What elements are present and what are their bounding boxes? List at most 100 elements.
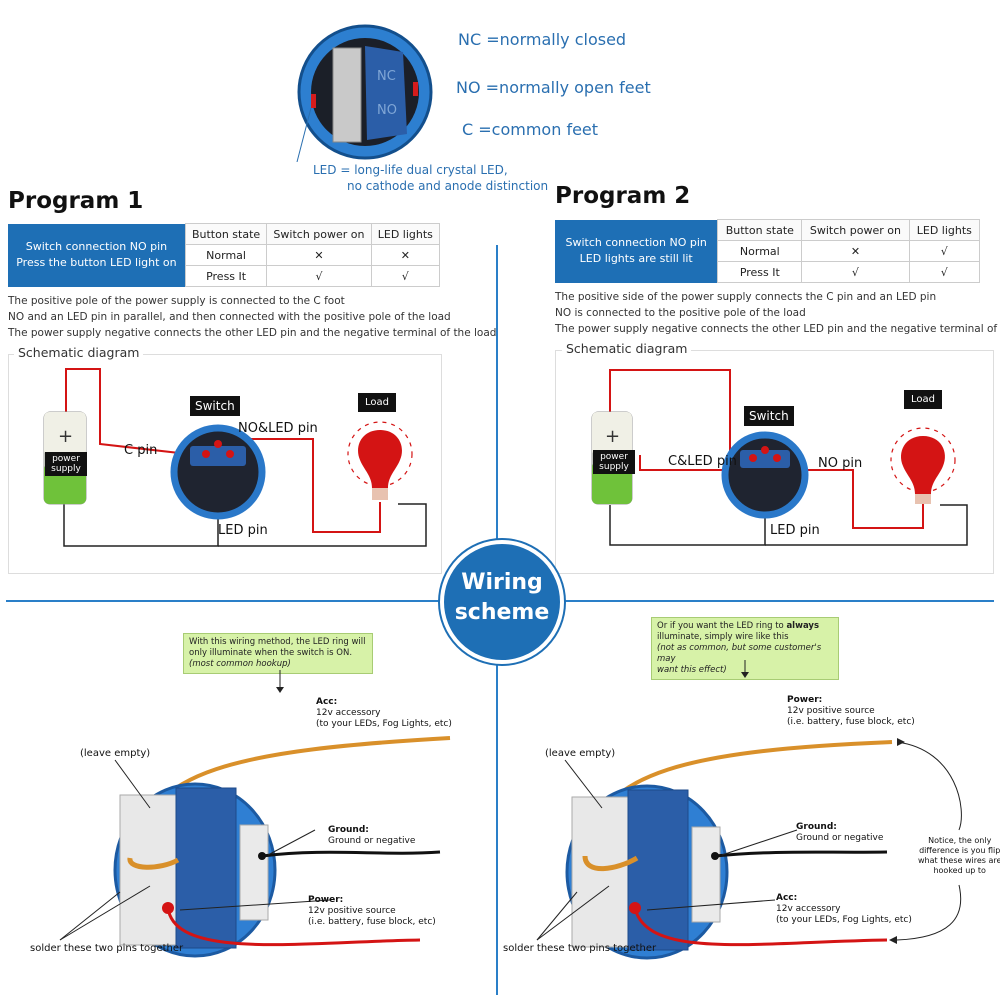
program1-no-led-pin-label: NO&LED pin <box>238 421 318 436</box>
wiring-left-acc: Acc: 12v accessory (to your LEDs, Fog Li… <box>316 697 452 730</box>
wiring-right-notice: Notice, the only difference is you flip … <box>918 836 1000 876</box>
program1-blue-text-2: Press the button LED light on <box>16 256 177 269</box>
ground-line1: Ground or negative <box>796 833 884 843</box>
ground-title: Ground: <box>796 822 837 832</box>
program2-load-tag: Load <box>904 390 942 409</box>
power-title: Power: <box>787 695 823 705</box>
description-line: The power supply negative connects the o… <box>8 327 497 339</box>
description-line: The positive pole of the power supply is… <box>8 295 345 307</box>
notice-line: Notice, the only <box>928 836 992 845</box>
program1-led-pin-label: LED pin <box>218 523 268 538</box>
program1-blue-text-1: Switch connection NO pin <box>25 240 168 253</box>
program2-switch-tag: Switch <box>744 406 794 426</box>
program1-schematic-title: Schematic diagram <box>14 345 144 360</box>
program2-power-supply-tag: power supply <box>593 450 635 474</box>
table-cell: Normal <box>184 244 268 266</box>
wiring-left-diagram <box>59 670 451 958</box>
wiring-right-acc: Acc: 12v accessory (to your LEDs, Fog Li… <box>776 893 912 926</box>
notice-line: difference is you flip <box>919 846 1000 855</box>
wiring-left-power: Power: 12v positive source (i.e. battery… <box>308 895 436 928</box>
wiring-left-note: With this wiring method, the LED ring wi… <box>183 633 373 674</box>
acc-line2: (to your LEDs, Fog Lights, etc) <box>776 915 912 925</box>
notice-line: what these wires are <box>918 856 1000 865</box>
button-top-photo: NC NO <box>296 24 433 162</box>
note-line: (not as common, but some customer's may <box>657 643 822 664</box>
wiring-right-diagram <box>536 660 962 960</box>
legend-nc: NC =normally closed <box>458 30 627 49</box>
program1-table-blue-cell: Switch connection NO pin Press the butto… <box>8 223 186 287</box>
program1-title: Program 1 <box>8 188 144 214</box>
table-cell: Normal <box>717 240 803 262</box>
table-cell: √ <box>801 261 910 283</box>
program2-title: Program 2 <box>555 183 691 209</box>
program1-power-supply-tag: power supply <box>45 452 87 476</box>
program2-description: The positive side of the power supply co… <box>555 289 1000 337</box>
wiring-scheme-badge: Wiring scheme <box>440 540 564 664</box>
wiring-left-leave-empty: (leave empty) <box>80 748 151 759</box>
program2-table-blue-cell: Switch connection NO pin LED lights are … <box>555 219 718 283</box>
table-header: Switch power on <box>266 223 372 245</box>
wiring-right-power: Power: 12v positive source (i.e. battery… <box>787 695 915 728</box>
table-header: LED lights <box>370 223 441 245</box>
table-cell: ✕ <box>801 240 910 262</box>
legend-led-line2: no cathode and anode distinction <box>347 179 549 193</box>
note-line: Or if you want the LED ring to always <box>657 621 833 632</box>
power-title: Power: <box>308 895 344 905</box>
table-cell: Press It <box>184 265 268 287</box>
wiring-right-leave-empty: (leave empty) <box>545 748 616 759</box>
svg-text:NC: NC <box>377 69 396 84</box>
program2-schematic: + <box>591 369 968 546</box>
note-line1a: Or if you want the LED ring to <box>657 621 787 631</box>
wiring-left-solder-note: solder these two pins together <box>30 943 184 954</box>
program2-no-pin-label: NO pin <box>818 456 863 471</box>
notice-line: hooked up to <box>933 866 986 875</box>
program1-load-tag: Load <box>358 393 396 412</box>
acc-line2: (to your LEDs, Fog Lights, etc) <box>316 719 452 729</box>
program2-state-table: Switch connection NO pin LED lights are … <box>555 219 981 283</box>
power-line1: 12v positive source <box>308 906 396 916</box>
table-cell: √ <box>266 265 372 287</box>
table-cell: ✕ <box>266 244 372 266</box>
description-line: NO and an LED pin in parallel, and then … <box>8 311 451 323</box>
legend-c: C =common feet <box>462 120 599 139</box>
program2-c-led-pin-label: C&LED pin <box>668 454 737 469</box>
acc-line1: 12v accessory <box>316 708 381 718</box>
acc-title: Acc: <box>316 697 338 707</box>
program1-switch-tag: Switch <box>190 396 240 416</box>
program2-blue-text-1: Switch connection NO pin <box>565 236 707 249</box>
description-line: NO is connected to the positive pole of … <box>555 307 806 319</box>
table-cell: √ <box>370 265 441 287</box>
acc-title: Acc: <box>776 893 798 903</box>
table-header: LED lights <box>908 219 981 241</box>
svg-text:NO: NO <box>377 103 397 118</box>
acc-line1: 12v accessory <box>776 904 841 914</box>
note-line: illuminate, simply wire like this <box>657 632 789 642</box>
description-line: The power supply negative connects the o… <box>555 323 1000 335</box>
table-cell: √ <box>908 240 981 262</box>
ground-line1: Ground or negative <box>328 836 416 846</box>
table-cell: √ <box>908 261 981 283</box>
table-cell: Press It <box>717 261 803 283</box>
svg-text:+: + <box>58 426 73 447</box>
wiring-left-ground: Ground: Ground or negative <box>328 825 415 847</box>
note-line: (most common hookup) <box>189 659 291 669</box>
note-always: always <box>786 621 820 631</box>
power-line2: (i.e. battery, fuse block, etc) <box>308 917 436 927</box>
power-line1: 12v positive source <box>787 706 875 716</box>
badge-line1: Wiring <box>461 570 543 595</box>
table-header: Button state <box>184 223 268 245</box>
note-line: only illuminate when the switch is ON. <box>189 648 353 658</box>
svg-text:+: + <box>605 426 620 447</box>
program2-blue-text-2: LED lights are still lit <box>579 252 693 265</box>
wiring-right-solder-note: solder these two pins together <box>503 943 657 954</box>
description-line: The positive side of the power supply co… <box>555 291 937 303</box>
program2-schematic-title: Schematic diagram <box>562 341 692 356</box>
wiring-right-ground: Ground: Ground or negative <box>796 822 883 844</box>
program1-c-pin-label: C pin <box>124 443 158 458</box>
program2-led-pin-label: LED pin <box>770 523 820 538</box>
power-line2: (i.e. battery, fuse block, etc) <box>787 717 915 727</box>
note-line: want this effect) <box>657 665 727 675</box>
badge-line2: scheme <box>454 600 550 625</box>
program1-state-table: Switch connection NO pin Press the butto… <box>8 223 441 287</box>
